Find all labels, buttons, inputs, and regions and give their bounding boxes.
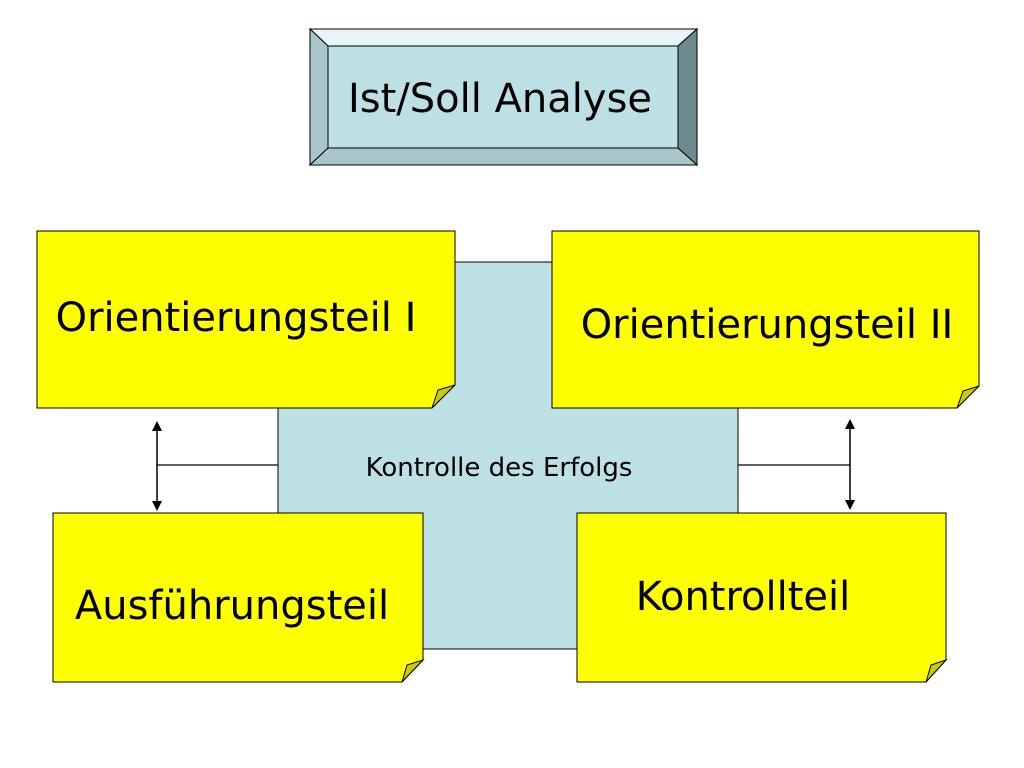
title-bevel-top (308, 28, 699, 47)
note-orientierungsteil-2-label: Orientierungsteil II (581, 302, 954, 348)
note-orientierungsteil-1: Orientierungsteil I (36, 230, 456, 409)
left-connector (152, 421, 278, 511)
note-orientierungsteil-1-label: Orientierungsteil I (56, 295, 417, 341)
note-ausfuehrungsteil-fold (401, 658, 425, 683)
title-bevel-left (309, 27, 329, 167)
right-connector (738, 419, 855, 510)
title-bevel-bottom (308, 147, 699, 166)
center-label: Kontrolle des Erfolgs (366, 453, 633, 483)
note-kontrollteil: Kontrollteil (576, 512, 948, 683)
note-kontrollteil-label: Kontrollteil (636, 574, 851, 620)
title-label: Ist/Soll Analyse (348, 76, 652, 122)
title-box: Ist/Soll Analyse (308, 27, 699, 167)
note-orientierungsteil-2: Orientierungsteil II (551, 230, 980, 409)
title-bevel-right (677, 27, 698, 167)
note-orientierungsteil-2-fold (956, 385, 980, 409)
note-ausfuehrungsteil: Ausführungsteil (52, 512, 425, 683)
note-orientierungsteil-1-fold (431, 384, 456, 409)
note-ausfuehrungsteil-label: Ausführungsteil (75, 583, 389, 629)
note-kontrollteil-fold (925, 658, 948, 683)
title-face (327, 45, 679, 149)
